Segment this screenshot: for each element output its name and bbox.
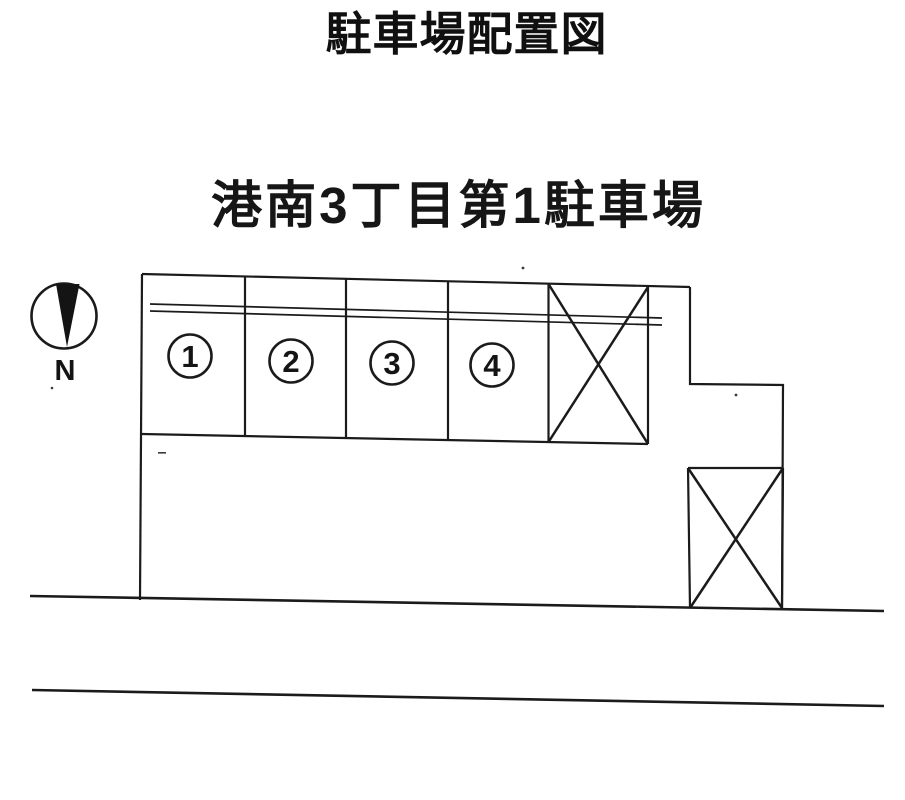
boundary-top-edge — [141, 272, 691, 289]
scan-speck — [50, 386, 54, 390]
blocked-area-outline — [686, 466, 785, 609]
space-number-circle — [167, 333, 213, 379]
road-line-lower — [31, 688, 885, 708]
space-number-label: 1 — [181, 339, 198, 374]
x-mark — [547, 286, 650, 443]
compass-circle — [30, 282, 98, 350]
page-title: 駐車場配置図 — [325, 8, 608, 60]
road-lines — [29, 594, 885, 708]
space-number-label: 3 — [383, 346, 400, 381]
compass-north-label: N — [55, 355, 76, 387]
north-arrow-icon — [56, 284, 80, 347]
boundary-right-step-edge — [688, 287, 785, 609]
road-line-upper — [29, 594, 885, 613]
space-number-label: 4 — [483, 348, 501, 383]
scan-speck — [734, 393, 738, 397]
parking-row-bottom-line — [141, 432, 649, 446]
double-line-upper — [149, 303, 663, 319]
double-line-lower — [149, 310, 663, 326]
scan-specks — [50, 266, 738, 454]
parking-lot-name: 港南3丁目第1駐車場 — [211, 177, 706, 234]
space-number-label: 2 — [282, 344, 299, 379]
blocked-area-lower — [686, 466, 785, 609]
compass: N — [30, 282, 98, 387]
x-mark — [688, 467, 785, 609]
blocked-area-upper — [547, 283, 650, 445]
parking-space-2: 2 — [268, 338, 314, 384]
space-number-circle — [268, 338, 314, 384]
parking-space-1: 1 — [167, 333, 213, 379]
space-number-circle — [469, 342, 515, 388]
scan-speck — [521, 266, 525, 270]
scan-speck — [158, 452, 166, 454]
parking-space-4: 4 — [469, 342, 515, 388]
space-number-circle — [369, 340, 415, 386]
boundary-double-line — [149, 303, 663, 326]
parking-space-3: 3 — [369, 340, 415, 386]
boundary-left-edge — [138, 273, 144, 601]
parking-space-dividers — [243, 276, 550, 442]
